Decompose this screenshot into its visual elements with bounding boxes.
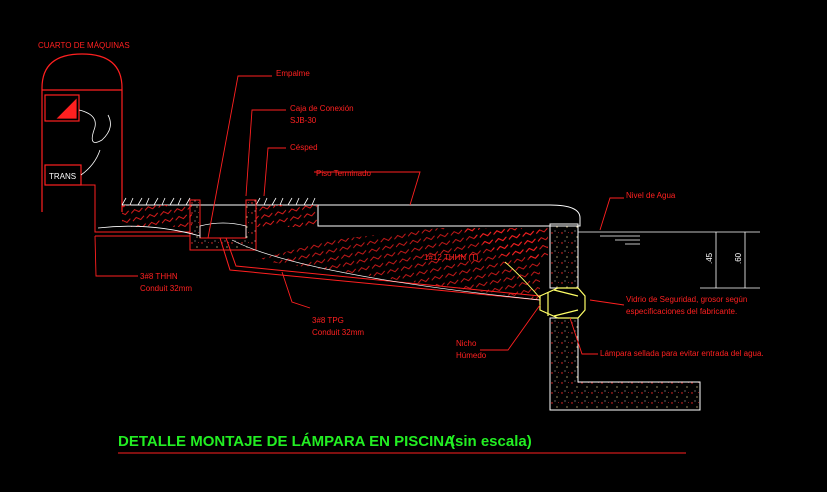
drawing-subtitle: (sin escala) [450, 433, 532, 450]
conduits [81, 184, 541, 301]
lamp-niche [539, 287, 586, 319]
soil-hatch [256, 228, 548, 300]
lampara-label: Lámpara sellada para evitar entrada del … [600, 349, 764, 358]
piso-label: Piso Terminado [316, 169, 372, 178]
dim-45: .45 [705, 252, 714, 264]
tpg-label-1: 3#8 TPG [312, 316, 344, 325]
nicho-label-2: Húmedo [456, 351, 487, 360]
junction-box [189, 199, 257, 251]
empalme-label: Empalme [276, 69, 310, 78]
finished-floor [317, 204, 581, 227]
cesped-label: Césped [290, 143, 318, 152]
tpg-label-2: Conduit 32mm [312, 328, 364, 337]
trans-label: TRANS [49, 172, 76, 181]
pool-wall [549, 223, 701, 411]
junction-box-label-1: Caja de Conexión [290, 104, 354, 113]
thhn-label-1: 3#8 THHN [140, 272, 178, 281]
nicho-label-1: Nicho [456, 339, 477, 348]
thhn-label-2: Conduit 32mm [140, 284, 192, 293]
dim-60: .60 [734, 252, 743, 264]
wire-label: 1#12 THHN (T) [424, 253, 479, 262]
nivel-label: Nivel de Agua [626, 191, 676, 200]
dimensions [700, 231, 760, 289]
water-level [578, 231, 700, 245]
vidrio-label-1: Vidrio de Seguridad, grosor según [626, 295, 747, 304]
leaders [94, 75, 625, 355]
drawing-title: DETALLE MONTAJE DE LÁMPARA EN PISCINA [118, 433, 455, 450]
machine-room-label: CUARTO DE MÁQUINAS [38, 41, 130, 50]
machine-room [41, 53, 123, 212]
vidrio-label-2: especificaciones del fabricante. [626, 307, 737, 316]
ground-surface [121, 197, 318, 227]
junction-box-label-2: SJB-30 [290, 116, 317, 125]
